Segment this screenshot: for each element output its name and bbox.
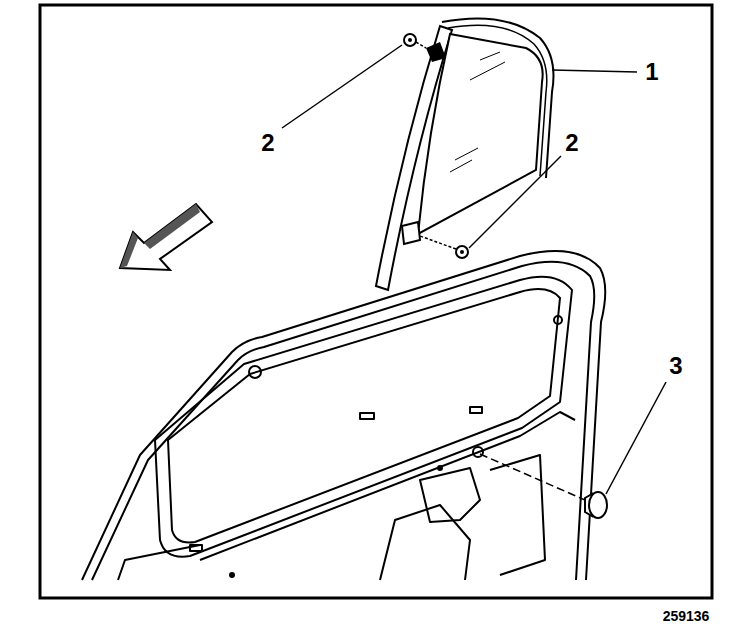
- screws: [404, 34, 468, 258]
- callout-number: 1: [645, 60, 658, 84]
- callout-number: 2: [565, 131, 578, 155]
- direction-arrow: [120, 204, 212, 270]
- leader-lines: [282, 45, 666, 494]
- callout-number: 2: [261, 131, 274, 155]
- frame-border: [40, 5, 712, 598]
- plug: [480, 454, 607, 518]
- door-frame: [82, 251, 605, 580]
- figure-number: 259136: [663, 609, 710, 623]
- callout-number: 3: [669, 354, 682, 378]
- quarter-glass: [376, 18, 554, 290]
